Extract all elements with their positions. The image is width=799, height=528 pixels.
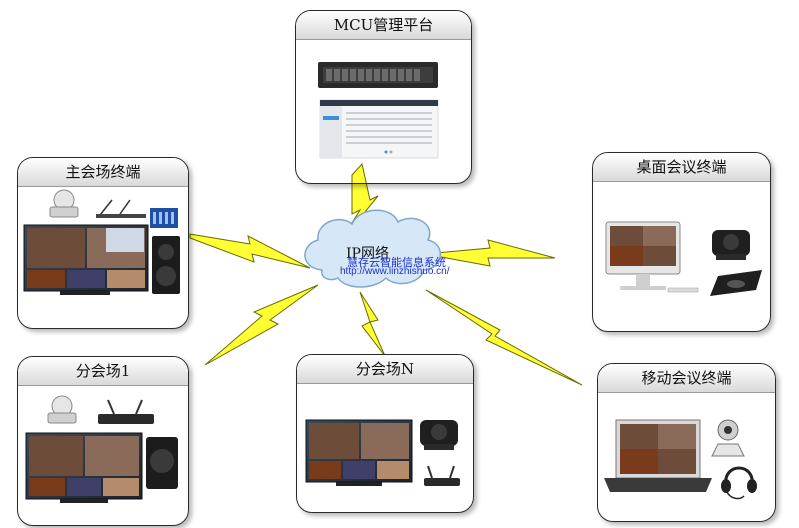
mobile-laptop-image <box>604 419 712 492</box>
mobile-terminal-title: 移动会议终端 <box>598 364 775 393</box>
ip-network-label: IP网络 <box>346 246 389 262</box>
main-venue-video-wall <box>23 224 149 295</box>
link-branchN <box>359 291 386 357</box>
branch1-title: 分会场1 <box>18 357 188 386</box>
branchN-video-wall <box>305 419 413 486</box>
branch1-video-wall <box>25 432 143 503</box>
link-branch1 <box>204 284 319 366</box>
ip-network-cloud <box>304 209 441 288</box>
desktop-speakerphone <box>710 270 762 296</box>
watermark-url: http://www.linzhishuo.cn/ <box>340 266 450 277</box>
main-venue-node: 主会场终端 <box>17 157 189 329</box>
link-desktop <box>424 239 556 267</box>
branch1-node: 分会场1 <box>17 356 189 526</box>
branch1-equipment-image <box>47 395 154 424</box>
desktop-monitor-image <box>605 221 699 293</box>
main-venue-speaker <box>152 236 180 294</box>
branchN-wireless-mic <box>424 465 460 486</box>
watermark-text: 慧存云智能信息系统 <box>347 257 446 269</box>
branchN-title: 分会场N <box>297 355 473 384</box>
link-main-venue <box>189 233 311 269</box>
network-links <box>189 162 583 386</box>
link-mobile <box>425 289 583 386</box>
mcu-platform-node: MCU管理平台 <box>295 10 472 184</box>
mcu-server-image <box>318 62 438 88</box>
mcu-platform-title: MCU管理平台 <box>296 11 471 40</box>
branchN-ptz-camera <box>420 420 458 450</box>
mobile-headset <box>721 466 757 500</box>
desktop-ptz-camera <box>712 230 750 260</box>
mcu-admin-screenshot <box>319 99 439 159</box>
branch1-speaker <box>146 437 178 489</box>
main-venue-title: 主会场终端 <box>18 158 188 187</box>
main-venue-equipment-image <box>49 189 178 228</box>
desktop-terminal-node: 桌面会议终端 <box>592 152 771 332</box>
desktop-terminal-title: 桌面会议终端 <box>593 153 770 182</box>
branchN-node: 分会场N <box>296 354 474 513</box>
mobile-terminal-node: 移动会议终端 <box>597 363 776 522</box>
mobile-webcam <box>711 419 745 457</box>
